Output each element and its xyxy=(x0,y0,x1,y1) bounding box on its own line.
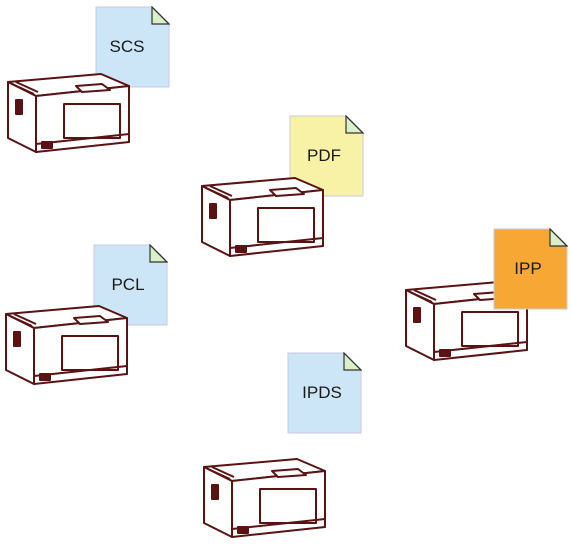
printer-icon xyxy=(203,458,326,538)
document-scs: SCS xyxy=(95,6,170,88)
document-ipds: IPDS xyxy=(287,352,362,434)
document-label-pcl: PCL xyxy=(111,275,145,294)
document-icon xyxy=(287,352,362,434)
document-label-ipp: IPP xyxy=(514,259,542,278)
printer-icon xyxy=(201,177,324,257)
document-label-ipds: IPDS xyxy=(302,383,342,402)
printer-icon xyxy=(5,305,128,385)
printer-icon xyxy=(7,73,130,153)
document-label-scs: SCS xyxy=(109,37,145,56)
document-pcl: PCL xyxy=(93,244,168,326)
document-icon xyxy=(95,6,170,88)
document-label-pdf: PDF xyxy=(307,146,341,165)
document-ipp: IPP xyxy=(493,228,568,310)
document-icon xyxy=(493,228,568,310)
printer-icon xyxy=(405,281,528,361)
document-icon xyxy=(289,115,364,197)
document-pdf: PDF xyxy=(289,115,364,197)
